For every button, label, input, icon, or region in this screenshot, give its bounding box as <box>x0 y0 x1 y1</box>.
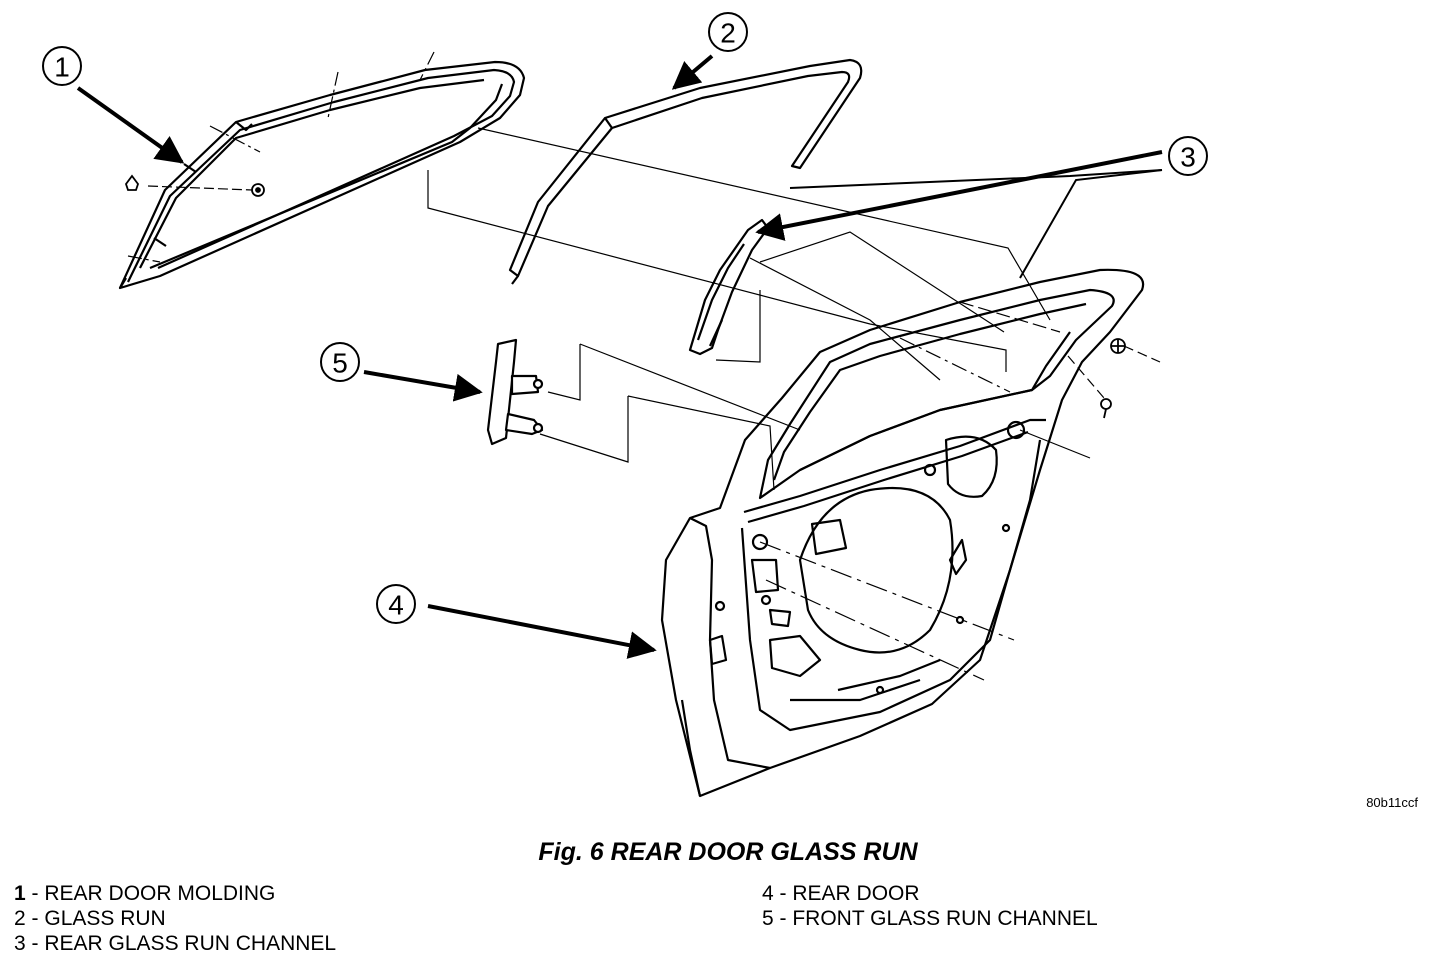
callout-3: 3 <box>1168 136 1208 176</box>
front-glass-run-channel <box>486 338 544 446</box>
legend-right: 4 - REAR DOOR 5 - FRONT GLASS RUN CHANNE… <box>762 881 1098 931</box>
callout-5: 5 <box>320 342 360 382</box>
callout-1-label: 1 <box>54 52 70 83</box>
legend-number: 2 <box>14 907 26 930</box>
molding-fasteners <box>124 174 265 197</box>
legend-label: FRONT GLASS RUN CHANNEL <box>792 907 1098 930</box>
molding-centerlines <box>127 51 435 263</box>
callout-arrows <box>76 54 1163 659</box>
arrow-1 <box>76 86 185 164</box>
callout-1: 1 <box>42 46 82 86</box>
legend-label: REAR DOOR <box>792 882 920 905</box>
callout-4: 4 <box>376 584 416 624</box>
figure-code: 80b11ccf <box>1366 795 1418 810</box>
legend-number: 4 <box>762 882 774 905</box>
legend-separator: - <box>25 882 45 905</box>
glass-run <box>508 58 863 285</box>
legend-item: 2 - GLASS RUN <box>14 906 336 931</box>
arrow-5 <box>363 370 483 402</box>
rear-door <box>660 268 1145 798</box>
legend-item: 5 - FRONT GLASS RUN CHANNEL <box>762 906 1098 931</box>
legend-separator: - <box>25 932 45 955</box>
callout-4-label: 4 <box>388 590 404 621</box>
legend-label: REAR DOOR MOLDING <box>44 882 276 905</box>
callout-3-label: 3 <box>1180 142 1196 173</box>
arrow-3 <box>755 150 1163 241</box>
callout-leaders <box>789 169 1163 279</box>
legend-item: 4 - REAR DOOR <box>762 881 1098 906</box>
rear-door-molding <box>118 60 526 290</box>
callout-5-label: 5 <box>332 348 348 379</box>
legend-separator: - <box>25 907 45 930</box>
legend-number: 5 <box>762 907 774 930</box>
door-fasteners <box>1100 338 1126 419</box>
legend-label: GLASS RUN <box>44 907 166 930</box>
legend-label: REAR GLASS RUN CHANNEL <box>44 932 337 955</box>
legend-item: 3 - REAR GLASS RUN CHANNEL <box>14 931 336 956</box>
legend-item: 1 - REAR DOOR MOLDING <box>14 881 336 906</box>
assembly-lines <box>427 127 1161 681</box>
legend-number: 1 <box>14 882 26 905</box>
exploded-diagram: 1 2 3 4 5 <box>42 12 1208 798</box>
legend-separator: - <box>773 907 793 930</box>
arrow-4 <box>427 604 657 659</box>
figure-caption: Fig. 6 REAR DOOR GLASS RUN <box>538 838 918 866</box>
legend-number: 3 <box>14 932 26 955</box>
arrow-2 <box>671 54 714 90</box>
legend-separator: - <box>773 882 793 905</box>
callout-2: 2 <box>708 12 748 52</box>
callout-2-label: 2 <box>720 18 736 49</box>
legend-left: 1 - REAR DOOR MOLDING 2 - GLASS RUN 3 - … <box>14 881 336 956</box>
